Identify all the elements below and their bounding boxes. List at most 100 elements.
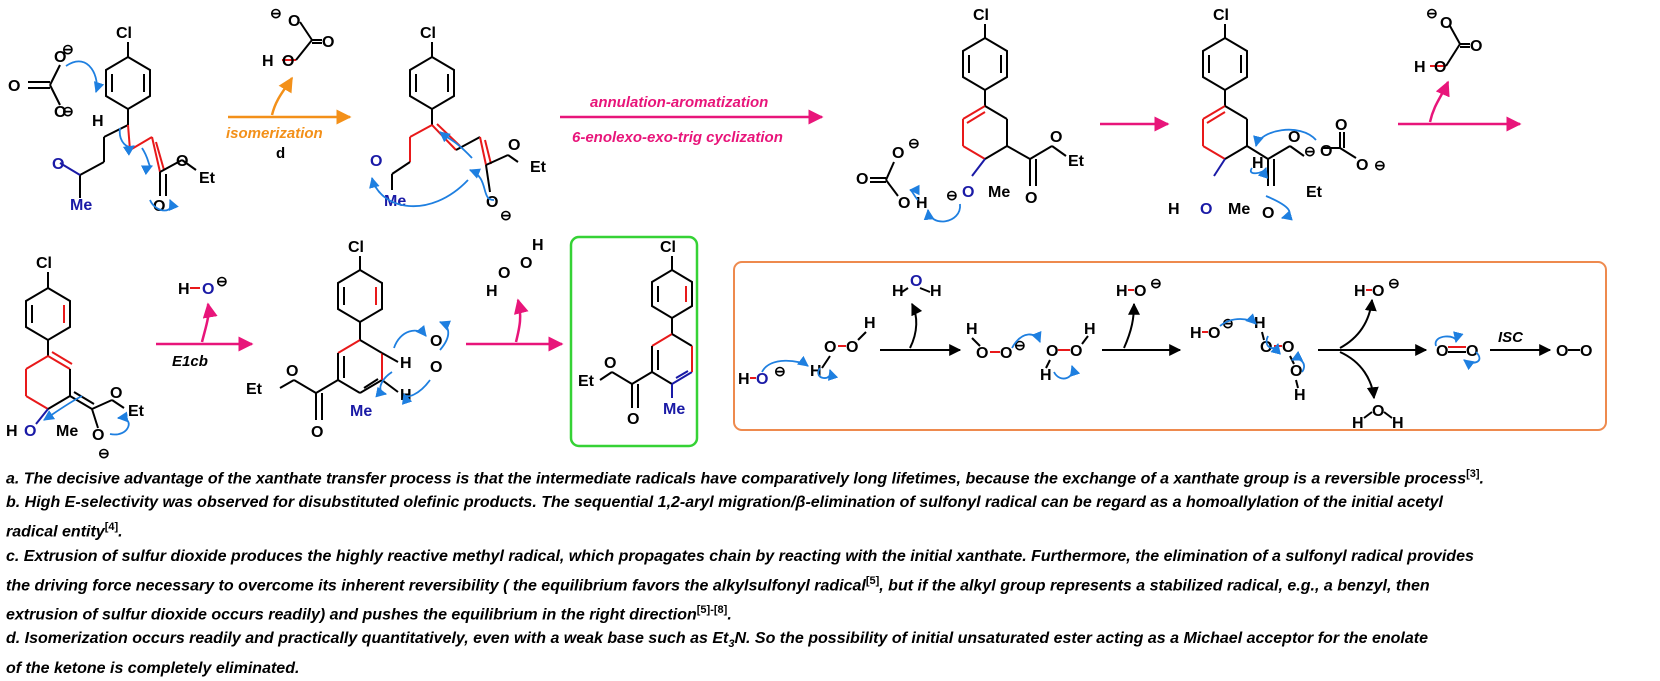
o-label: O (604, 355, 616, 372)
minus-charge: ⊖ (62, 41, 74, 57)
h-label: H (1392, 415, 1404, 432)
o-label: O (976, 345, 988, 362)
h-label: H (6, 423, 18, 440)
h-label: H (1354, 283, 1366, 300)
o-label: O (1434, 59, 1446, 76)
h-label: H (486, 283, 498, 300)
o-label: O (1320, 143, 1332, 160)
cyclization-label: 6-enolexo-exo-trig cyclization (572, 129, 783, 146)
structure-2 (391, 42, 519, 193)
o-label: O (892, 145, 904, 162)
o-label: O (202, 281, 214, 298)
note-d-label: d (276, 145, 285, 162)
o-label: O (176, 153, 188, 170)
o-label: O (1470, 38, 1482, 55)
et-label: Et (578, 373, 595, 390)
cl-label: Cl (1213, 7, 1229, 24)
h-label: H (1116, 283, 1128, 300)
minus-charge: ⊖ (908, 135, 920, 151)
o-label: O (910, 273, 922, 290)
mechanism-labels: H O ⊖ H O O H H O H H O O ⊖ O H O H H O … (738, 273, 1592, 432)
h-label: H (966, 321, 978, 338)
o-label: O (962, 184, 974, 201)
o-label: O (1050, 129, 1062, 146)
me-label: Me (988, 184, 1010, 201)
curly-arrows-6 (375, 320, 452, 405)
h-label: H (738, 371, 750, 388)
product-labels: Cl Et O O Me (578, 239, 685, 428)
footnote-c: c. Extrusion of sulfur dioxide produces … (6, 547, 1474, 624)
o-label: O (1288, 129, 1300, 146)
o-label: O (286, 363, 298, 380)
minus-charge: ⊖ (1374, 157, 1386, 173)
structure-5 (25, 272, 125, 429)
structure-1-labels: Cl H O Me O O Et O O ⊖ O ⊖ (8, 25, 216, 215)
bicarbonate-1: H O O O ⊖ (262, 5, 334, 70)
reaction-arrow-4: H O O O ⊖ (1398, 5, 1522, 132)
reaction-arrow-2: annulation-aromatization 6-enolexo-exo-t… (560, 94, 824, 146)
o-label: O (1260, 339, 1272, 356)
h-label: H (1168, 201, 1180, 218)
mechanism-bonds (750, 287, 1580, 419)
o-label: O (1200, 201, 1212, 218)
et-label: Et (1068, 153, 1085, 170)
o-label: O (1208, 325, 1220, 342)
h-label: H (892, 283, 904, 300)
o-label: O (1335, 117, 1347, 134)
product-box (569, 235, 699, 448)
o-label: O (1025, 190, 1037, 207)
structure-3-labels: Cl O ⊖ Me O O Et O O ⊖ O H (856, 7, 1085, 212)
o-label: O (1282, 339, 1294, 356)
o-label: O (430, 359, 442, 376)
curly-arrows-3 (908, 184, 961, 223)
o-label: O (282, 53, 294, 70)
annulation-label: annulation-aromatization (590, 94, 768, 111)
minus-charge: ⊖ (774, 363, 786, 379)
h-label: H (178, 281, 190, 298)
cl-label: Cl (116, 25, 132, 42)
cl-label: Cl (660, 239, 676, 256)
o-label: O (1070, 343, 1082, 360)
h-label: H (1294, 387, 1306, 404)
h-label: H (1040, 367, 1052, 384)
me-label: Me (56, 423, 78, 440)
h-label: H (916, 195, 928, 212)
minus-charge: ⊖ (1222, 315, 1234, 331)
et-label: Et (199, 170, 216, 187)
h-label: H (864, 315, 876, 332)
h-label: H (1352, 415, 1364, 432)
footnotes: a. The decisive advantage of the xanthat… (6, 462, 1656, 681)
structure-2-labels: Cl O Me O Et O ⊖ (370, 25, 547, 223)
o-label: O (8, 78, 20, 95)
mechanism-curly-arrows (761, 313, 1481, 381)
o-label: O (1046, 343, 1058, 360)
curly-arrows-2 (369, 131, 495, 207)
o-label: O (54, 104, 66, 121)
h-label: H (930, 283, 942, 300)
o-label: O (1556, 343, 1568, 360)
h-label: H (1190, 325, 1202, 342)
h-label: H (532, 237, 544, 254)
structure-3 (962, 24, 1067, 186)
e1cb-label: E1cb (172, 353, 208, 370)
cl-label: Cl (420, 25, 436, 42)
structure-4-labels: Cl H O Me H O O Et O ⊖ O O ⊖ (1168, 7, 1386, 222)
o-label: O (1262, 205, 1274, 222)
h-label: H (1414, 59, 1426, 76)
o-label: O (756, 371, 768, 388)
o-label: O (370, 153, 382, 170)
curly-arrows-5 (43, 395, 130, 436)
h-label: H (1084, 321, 1096, 338)
reaction-arrow-5: E1cb H O ⊖ (156, 273, 254, 370)
o-label: O (498, 265, 510, 282)
o-label: O (508, 137, 520, 154)
minus-charge: ⊖ (216, 273, 228, 289)
o-label: O (1372, 283, 1384, 300)
et-label: Et (128, 403, 145, 420)
me-label: Me (384, 193, 406, 210)
footnote-b: b. High E-selectivity was observed for d… (6, 494, 1443, 541)
curly-arrows-1 (65, 60, 179, 212)
me-label: Me (70, 197, 92, 214)
minus-charge: ⊖ (946, 187, 958, 203)
o-label: O (430, 333, 442, 350)
